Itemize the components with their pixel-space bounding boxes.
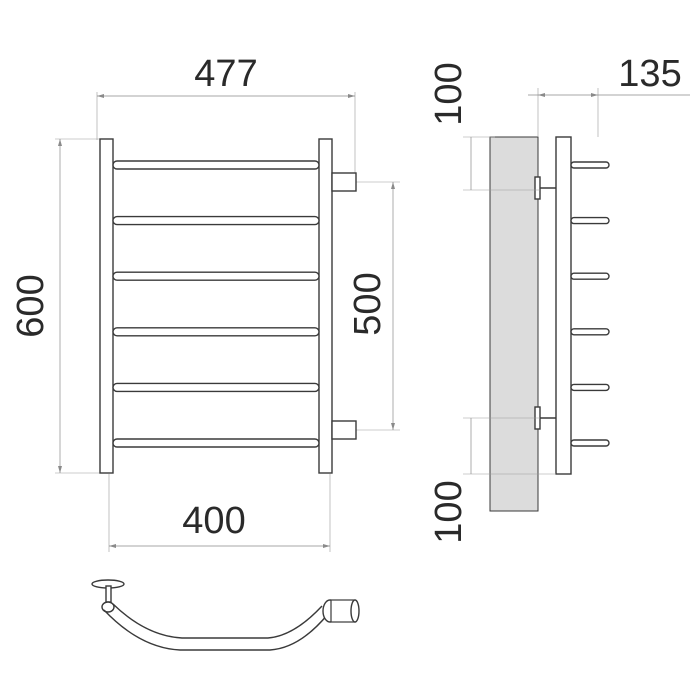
left-side-rail xyxy=(99,138,114,474)
right-side-rail xyxy=(318,138,333,474)
front-height-label: 600 xyxy=(10,274,52,337)
side-top-offset-label: 100 xyxy=(428,62,470,125)
crossbar xyxy=(112,382,320,393)
dimension-front-width: 477 xyxy=(96,53,356,175)
crossbar-stub xyxy=(570,439,610,447)
top-view xyxy=(91,579,360,651)
crossbar xyxy=(112,160,320,170)
top-view-connection xyxy=(322,599,360,623)
crossbar-stub xyxy=(570,161,610,169)
top-connection-nipple xyxy=(331,172,357,192)
top-view-curved-bar xyxy=(103,609,329,651)
crossbar xyxy=(112,271,320,281)
dimension-side-top-offset: 100 xyxy=(428,62,540,191)
pipe-spacing-label: 500 xyxy=(347,272,389,335)
side-view: 100 100 135 xyxy=(428,53,690,544)
crossbar-stubs xyxy=(570,161,610,447)
bar-width-label: 400 xyxy=(182,500,245,542)
top-view-wall-flange xyxy=(91,579,125,613)
bottom-connection-nipple xyxy=(331,420,357,440)
crossbars xyxy=(112,160,320,448)
top-wall-bracket xyxy=(534,176,556,200)
dimension-front-height: 600 xyxy=(10,138,100,474)
front-view: 477 600 500 400 xyxy=(10,53,400,552)
crossbar-stub xyxy=(570,328,610,336)
dimension-wall-offset: 135 xyxy=(528,53,690,137)
wall xyxy=(489,136,539,512)
dimension-pipe-spacing: 500 xyxy=(347,181,400,431)
dimension-side-bottom-offset: 100 xyxy=(428,417,556,544)
crossbar-stub xyxy=(570,272,610,280)
wall-offset-label: 135 xyxy=(618,53,681,95)
crossbar xyxy=(112,327,320,337)
side-bottom-offset-label: 100 xyxy=(428,480,470,543)
side-rail xyxy=(555,136,572,475)
front-width-label: 477 xyxy=(194,53,257,95)
crossbar xyxy=(112,215,320,226)
dimension-bar-width: 400 xyxy=(108,474,331,552)
crossbar xyxy=(112,438,320,448)
crossbar-stub xyxy=(570,216,610,225)
crossbar-stub xyxy=(570,383,610,392)
